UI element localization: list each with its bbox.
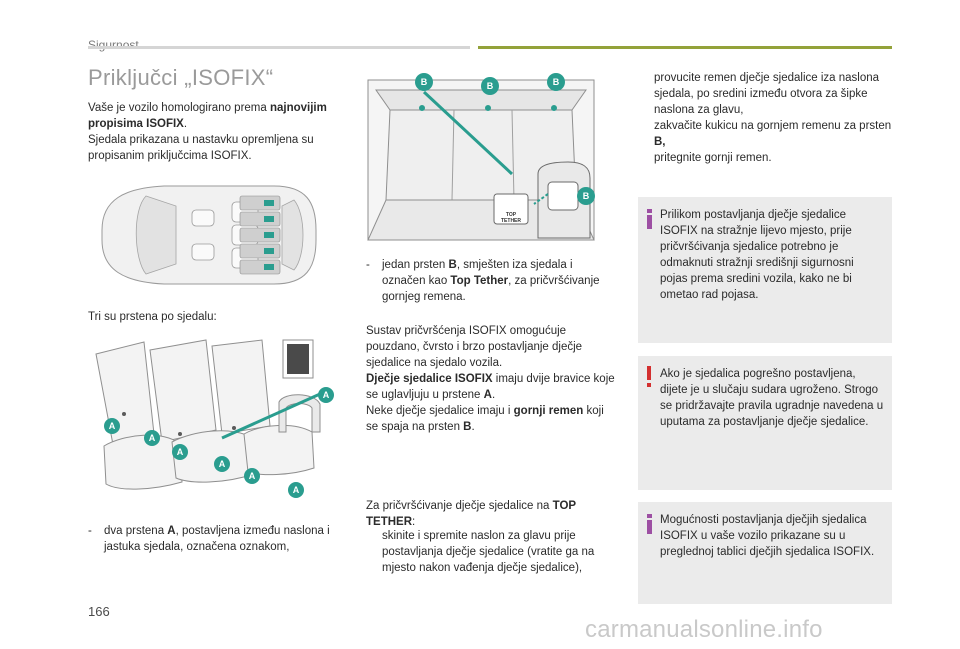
page-number: 166 — [88, 604, 110, 619]
info-note-panel: Mogućnosti postavljanja dječjih sjedalic… — [638, 502, 892, 604]
tether-step: zakvačite kukicu na gornjem remenu za pr… — [638, 118, 892, 150]
marker-a: A — [293, 485, 300, 495]
tether-step-text: provucite remen dječje sjedalice iza nas… — [654, 72, 880, 116]
step-bullet — [366, 528, 382, 576]
text: zakvačite kukicu na gornjem remenu za pr… — [654, 120, 892, 132]
intro-text: Sjedala prikazana u nastavku opremljena … — [88, 134, 314, 162]
ring-b-text: jedan prsten B, smješten iza sjedala i o… — [382, 257, 616, 305]
marker-a: A — [219, 459, 226, 469]
rear-seats-illustration: A A A A A A A — [95, 339, 334, 498]
intro-bold: najnovijim propisima ISOFIX — [88, 102, 327, 130]
ring-label: B — [448, 259, 457, 271]
list-dash: - — [366, 259, 370, 271]
ring-label: A — [167, 525, 176, 537]
text: . — [471, 421, 475, 433]
isofix-term: Dječje sjedalice ISOFIX — [366, 373, 493, 385]
page-title: Priključci „ISOFIX“ — [88, 65, 274, 90]
marker-b: B — [421, 77, 428, 87]
ring-label: B, — [654, 136, 666, 148]
trunk-top-tether-illustration: TOP TETHER B B B B — [367, 73, 595, 241]
tether-step-text: zakvačite kukicu na gornjem remenu za pr… — [654, 118, 892, 150]
warning-panel: Ako je sjedalica pogrešno postavljena, d… — [638, 356, 892, 490]
top-tether-label: TOP — [506, 212, 517, 218]
text: Neke dječje sjedalice imaju i — [366, 405, 514, 417]
warning-text: Ako je sjedalica pogrešno postavljena, d… — [660, 368, 884, 428]
marker-a: A — [323, 390, 330, 400]
intro-paragraph: Vaše je vozilo homologirano prema najnov… — [88, 100, 348, 164]
ring-b-description: - jedan prsten B, smješten iza sjedala i… — [366, 257, 616, 305]
marker-a: A — [177, 447, 184, 457]
warning-icon — [644, 366, 654, 388]
header-rule — [88, 46, 470, 49]
text: Za pričvršćivanje dječje sjedalice na — [366, 500, 553, 512]
text: , postavljena između naslona i jastuka s… — [104, 525, 330, 553]
text: , za pričvršćivanje gornjeg remena. — [382, 275, 600, 303]
intro-text: Vaše je vozilo homologirano prema — [88, 102, 270, 114]
upper-strap-term: gornji remen — [513, 405, 584, 417]
text: koji se spaja na prsten — [366, 405, 604, 433]
info-note-text: Prilikom postavljanja dječje sjedalice I… — [660, 209, 854, 301]
top-tether-label: TETHER — [501, 218, 521, 224]
tether-step-text: pritegnite gornji remen. — [654, 152, 772, 164]
marker-b: B — [553, 77, 560, 87]
top-tether-term: TOP TETHER — [366, 500, 576, 528]
header-accent-rule — [478, 46, 892, 49]
top-tether-term: Top Tether — [450, 275, 509, 287]
tether-step: pritegnite gornji remen. — [638, 150, 892, 166]
marker-b: B — [583, 191, 590, 201]
watermark: carmanualsonline.info — [585, 616, 823, 643]
ring-a-description: - dva prstena A, postavljena između nasl… — [88, 523, 350, 555]
info-note-text: Mogućnosti postavljanja dječjih sjedalic… — [660, 514, 875, 558]
text: , smješten iza sjedala i označen kao — [382, 259, 573, 287]
tether-step-text: skinite i spremite naslon za glavu prije… — [382, 530, 595, 574]
marker-a: A — [149, 433, 156, 443]
section-label: Sigurnost — [88, 38, 139, 52]
marker-a: A — [249, 471, 256, 481]
text: . — [491, 389, 496, 401]
isofix-system-paragraph: Sustav pričvršćenja ISOFIX omogućuje pou… — [366, 323, 618, 435]
car-top-view-illustration — [101, 185, 317, 285]
ring-label: B — [463, 421, 472, 433]
info-icon — [645, 209, 654, 229]
tether-steps-continued: provucite remen dječje sjedalice iza nas… — [638, 70, 892, 166]
text: imaju dvije bravice koje se uglavljuju u… — [366, 373, 615, 401]
step-bullet — [638, 118, 654, 150]
rings-lead-text: Tri su prstena po sjedalu: — [88, 311, 217, 323]
text: Sustav pričvršćenja ISOFIX omogućuje pou… — [366, 325, 583, 369]
intro-text: . — [183, 118, 188, 130]
text: jedan prsten — [382, 259, 449, 271]
info-icon — [645, 514, 654, 534]
marker-b: B — [487, 81, 494, 91]
info-note-panel: Prilikom postavljanja dječje sjedalice I… — [638, 197, 892, 343]
ring-a-text: dva prstena A, postavljena između naslon… — [104, 523, 350, 555]
step-bullet — [638, 70, 654, 118]
text: : — [412, 516, 416, 528]
tether-step: skinite i spremite naslon za glavu prije… — [366, 528, 618, 576]
text: dva prstena — [104, 525, 168, 537]
top-tether-heading: Za pričvršćivanje dječje sjedalice na TO… — [366, 498, 618, 530]
ring-label: A — [483, 389, 492, 401]
tether-step: provucite remen dječje sjedalice iza nas… — [638, 70, 892, 118]
list-dash: - — [88, 525, 92, 537]
step-bullet — [638, 150, 654, 166]
marker-a: A — [109, 421, 116, 431]
